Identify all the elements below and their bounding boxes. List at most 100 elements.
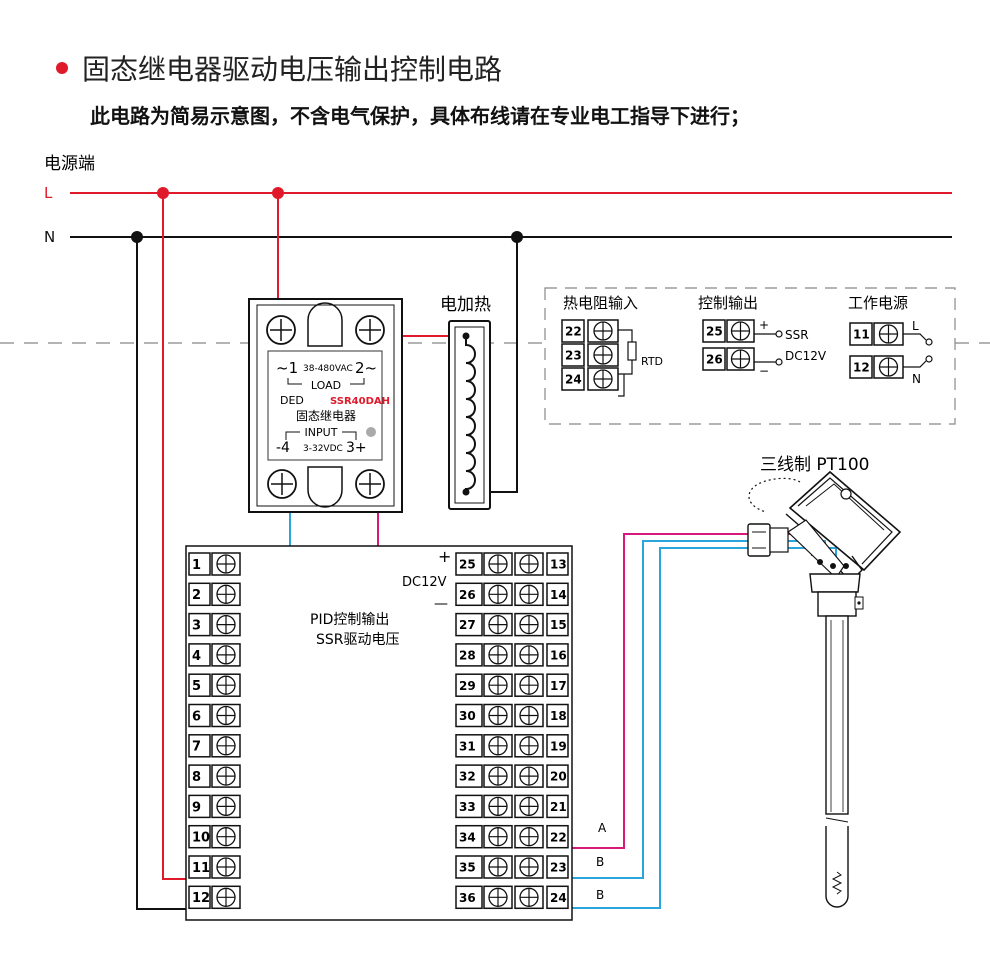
mid-term-29-box: [455, 673, 483, 697]
title-row: 固态继电器驱动电压输出控制电路: [56, 48, 502, 88]
legend-pwr-terminal-12[interactable]: [873, 355, 904, 379]
right-term-16-box: [546, 643, 569, 667]
page-subtitle: 此电路为简易示意图，不含电气保护，具体布线请在专业电工指导下进行；: [90, 104, 750, 128]
pwr-node-1: [925, 338, 933, 346]
rtd-lead-top: [618, 329, 633, 342]
left-term-12-box: [188, 885, 211, 910]
left-term-4-box: [188, 643, 211, 667]
left-term-1-box: [188, 552, 211, 576]
ctrl-plus-sign: +: [438, 547, 451, 566]
right-term-15-box: [546, 612, 569, 637]
legend-rtd-terminal-24[interactable]: [587, 367, 619, 391]
left-terminal-9[interactable]: [211, 794, 241, 819]
left-terminal-3[interactable]: [211, 612, 241, 637]
right-term-19-number: 19: [550, 739, 567, 753]
legend-rtd-terminal-22[interactable]: [587, 319, 619, 343]
legend-rtd-terminal-23[interactable]: [587, 343, 619, 367]
ssr-terminal-1[interactable]: [266, 315, 296, 345]
right-terminal-21[interactable]: [514, 794, 544, 819]
mid-terminal-31[interactable]: [483, 734, 513, 758]
left-terminal-12[interactable]: [211, 885, 241, 910]
right-terminal-24[interactable]: [514, 885, 544, 910]
mid-terminal-27[interactable]: [483, 612, 513, 637]
ssr-terminal-4[interactable]: [267, 469, 297, 499]
mid-term-26-box: [455, 582, 483, 607]
right-terminal-15[interactable]: [514, 612, 544, 637]
ssr-name: 固态继电器: [296, 409, 356, 423]
heater-label: 电加热: [440, 295, 491, 315]
heater-body: [448, 320, 491, 510]
right-terminal-19[interactable]: [514, 734, 544, 758]
mid-term-25-box: [455, 552, 483, 576]
mid-term-31-box: [455, 734, 483, 758]
right-terminal-14[interactable]: [514, 582, 544, 607]
left-terminal-6[interactable]: [211, 703, 241, 728]
pid-line1: PID控制输出: [310, 612, 389, 628]
mid-terminal-32[interactable]: [483, 764, 513, 788]
ssr-terminal-2[interactable]: [355, 315, 385, 345]
right-terminal-16[interactable]: [514, 643, 544, 667]
left-terminal-7[interactable]: [211, 734, 241, 758]
mid-terminal-34[interactable]: [483, 824, 513, 849]
right-term-20-number: 20: [550, 770, 567, 784]
mid-term-31-number: 31: [459, 739, 476, 753]
mid-term-30-number: 30: [459, 709, 476, 723]
mid-terminal-25[interactable]: [483, 552, 513, 576]
mid-term-34-number: 34: [459, 830, 476, 844]
left-terminal-11[interactable]: [211, 855, 241, 879]
left-term-7-box: [188, 734, 211, 758]
left-terminal-2[interactable]: [211, 582, 241, 607]
left-term-4-number: 4: [192, 649, 201, 664]
legend-ctrl-terminal-25[interactable]: [726, 319, 755, 343]
legend-ctrl-25-box: [702, 319, 726, 343]
mid-terminal-28[interactable]: [483, 643, 513, 667]
legend-rtd-24-box: [561, 367, 585, 391]
mid-term-29-number: 29: [459, 679, 476, 693]
left-term-5-box: [188, 673, 211, 697]
left-terminal-5[interactable]: [211, 673, 241, 697]
ssr-voltage: 38-480VAC: [303, 364, 353, 374]
right-terminal-18[interactable]: [514, 703, 544, 728]
legend-pwr-terminal-11[interactable]: [873, 322, 904, 346]
right-term-15-number: 15: [550, 618, 567, 632]
ssr-input-v: 3-32VDC: [303, 444, 343, 454]
mid-terminal-30[interactable]: [483, 703, 513, 728]
left-terminal-4[interactable]: [211, 643, 241, 667]
left-term-12-number: 12: [192, 891, 210, 906]
right-terminal-17[interactable]: [514, 673, 544, 697]
pwr-l: L: [912, 319, 919, 333]
pwr-node-2: [925, 355, 933, 363]
left-term-8-box: [188, 764, 211, 788]
ssr-terminal-3[interactable]: [355, 469, 385, 499]
right-term-14-box: [546, 582, 569, 607]
right-terminal-22[interactable]: [514, 824, 544, 849]
right-term-21-number: 21: [550, 800, 567, 814]
sensor-label: 三线制 PT100: [760, 455, 870, 475]
mid-term-35-box: [455, 855, 483, 879]
legend-ctrl-terminal-26[interactable]: [726, 347, 755, 371]
mid-terminal-35[interactable]: [483, 855, 513, 879]
left-terminal-10[interactable]: [211, 824, 241, 849]
legend-rtd-23-box: [561, 343, 585, 367]
right-terminal-23[interactable]: [514, 855, 544, 879]
mid-term-32-box: [455, 764, 483, 788]
mid-terminal-33[interactable]: [483, 794, 513, 819]
right-terminal-13[interactable]: [514, 552, 544, 576]
left-terminal-1[interactable]: [211, 552, 241, 576]
bullet-icon: [56, 62, 68, 74]
right-terminal-20[interactable]: [514, 764, 544, 788]
left-terminal-8[interactable]: [211, 764, 241, 788]
mid-term-30-box: [455, 703, 483, 728]
mid-terminal-26[interactable]: [483, 582, 513, 607]
mid-terminal-29[interactable]: [483, 673, 513, 697]
right-term-16-number: 16: [550, 648, 567, 662]
left-term-2-box: [188, 582, 211, 607]
legend-ctrl-title: 控制输出: [698, 294, 758, 312]
mid-terminal-36[interactable]: [483, 885, 513, 910]
left-term-3-box: [188, 612, 211, 637]
mid-term-36-number: 36: [459, 891, 476, 905]
legend-pwr-11-box: [849, 322, 873, 346]
ssr-t1: ~1: [276, 359, 298, 377]
